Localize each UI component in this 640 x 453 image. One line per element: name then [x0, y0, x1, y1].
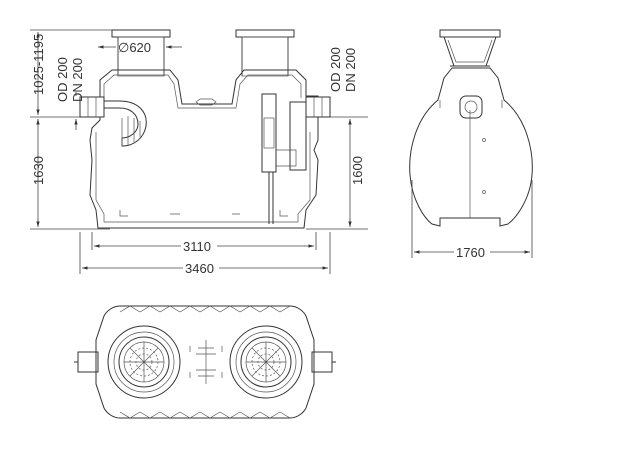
- inlet-pipe: [79, 96, 105, 118]
- right-manhole-riser: [235, 29, 295, 77]
- outlet-od-label: OD 200: [328, 47, 343, 92]
- inner-length-label: 3110: [183, 239, 211, 254]
- end-view: 1760: [409, 29, 533, 260]
- inlet-height-label: 1630: [31, 156, 46, 185]
- right-manhole-cover: [229, 325, 303, 399]
- top-inlet-stub: [74, 351, 99, 373]
- center-fittings: [189, 340, 223, 384]
- end-view-pipe: [459, 95, 483, 119]
- left-manhole-cover: [107, 325, 181, 399]
- width-label: 1760: [456, 245, 485, 260]
- outlet-dn-label: DN 200: [343, 48, 358, 92]
- cover-height-label: 1025-1195: [31, 34, 46, 95]
- inlet-spiral-baffle: [104, 100, 147, 147]
- top-view: [74, 305, 336, 419]
- inlet-od-label: OD 200: [55, 57, 70, 102]
- total-length-label: 3460: [185, 261, 214, 276]
- outlet-pipe: [305, 96, 331, 118]
- manhole-diameter-label: ∅620: [118, 40, 151, 55]
- top-outlet-stub: [311, 351, 336, 373]
- inlet-dn-label: DN 200: [70, 58, 85, 102]
- side-view: ∅620 OD 200 DN 200 OD 200 DN 200 1025-11…: [30, 29, 368, 276]
- outlet-height-label: 1600: [350, 156, 365, 185]
- outlet-internal-unit: [261, 93, 307, 224]
- tank-body-outline: [89, 69, 319, 229]
- end-view-body: [409, 67, 533, 227]
- bottom-details: [119, 98, 288, 217]
